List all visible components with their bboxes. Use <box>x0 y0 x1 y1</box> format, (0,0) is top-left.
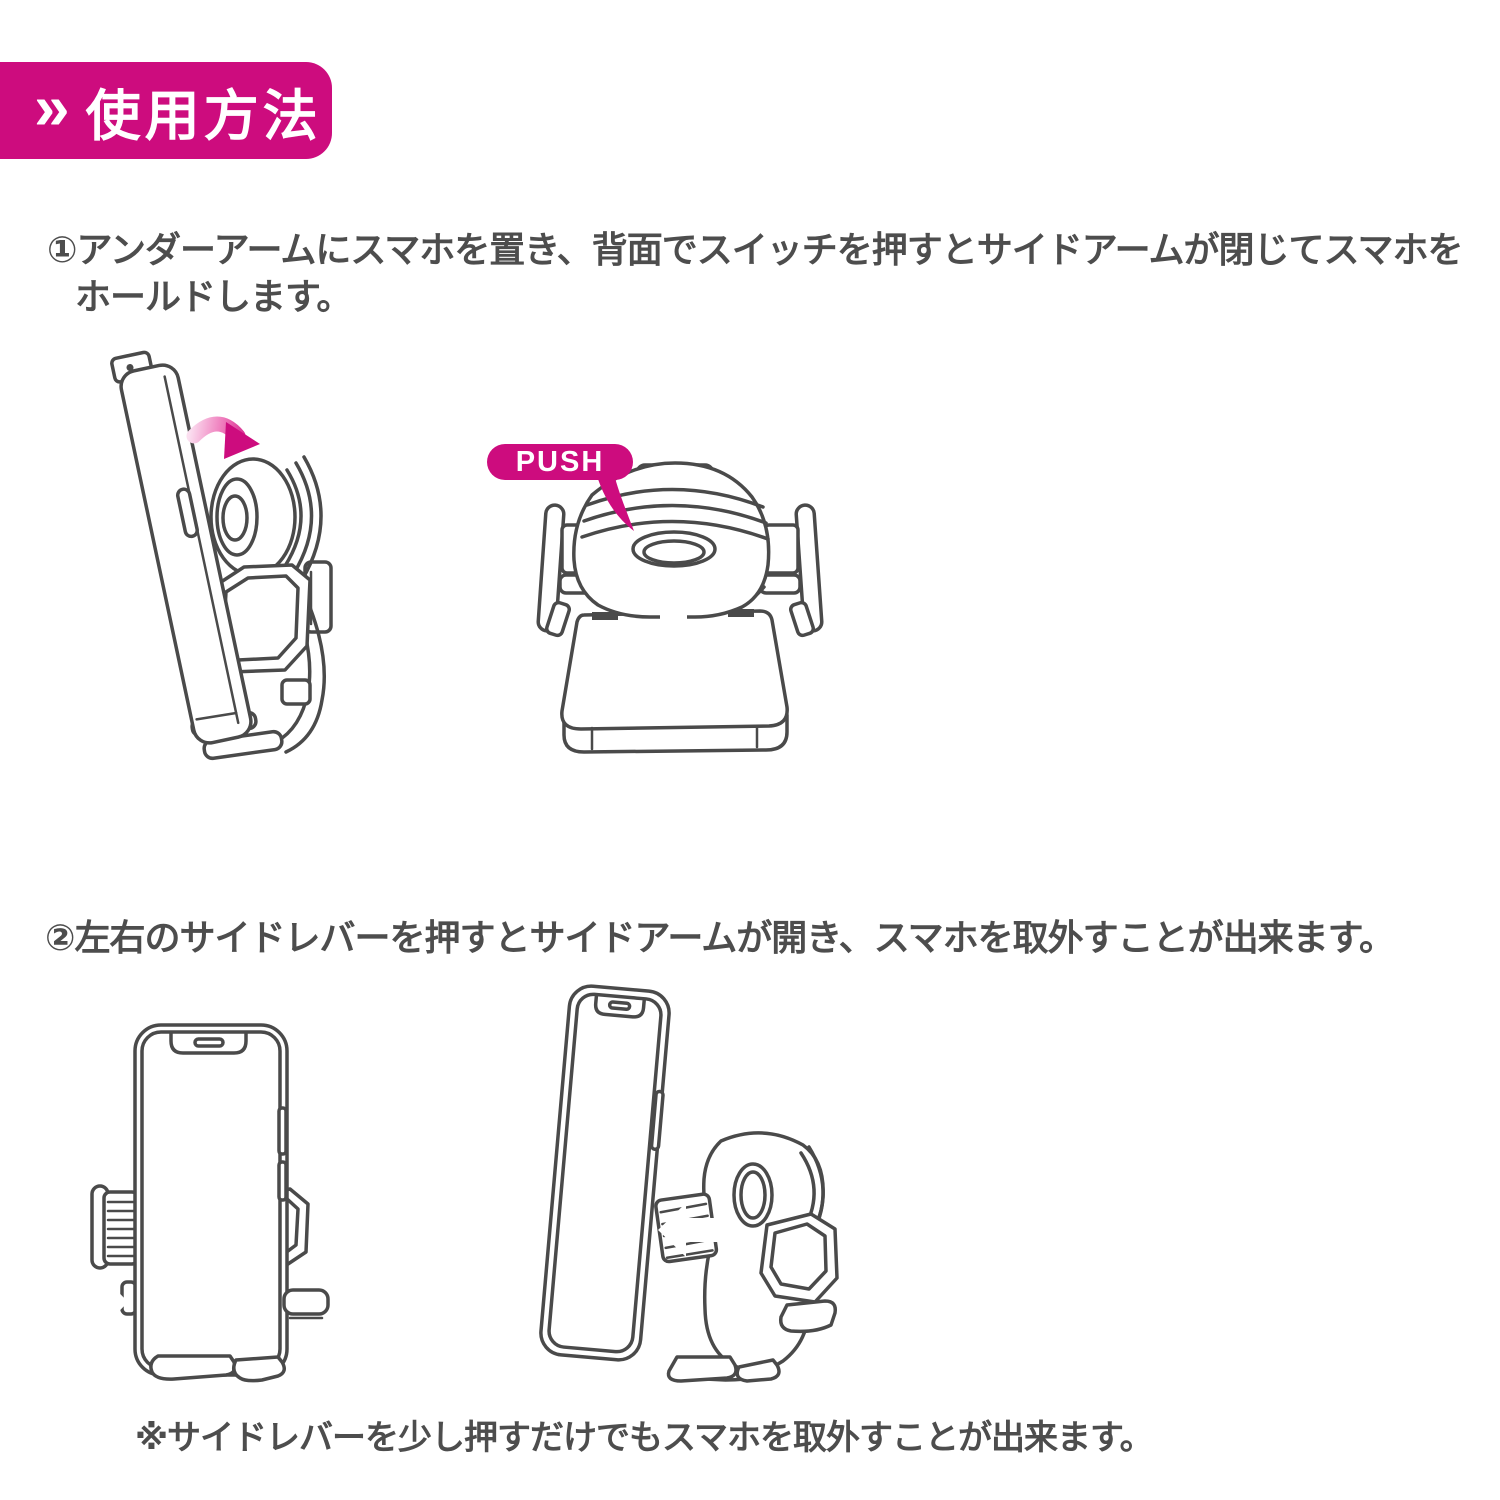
press-arrow-right-icon <box>330 1273 395 1331</box>
tilt-arrow-icon <box>186 416 260 459</box>
illustration-step2-removal-view <box>539 984 839 1383</box>
step1-line2: ホールドします。 <box>75 276 352 317</box>
illustration-step2-front-view <box>57 1023 395 1383</box>
press-arrow-left-icon <box>57 1273 128 1331</box>
phone-side-view <box>110 350 253 745</box>
illustration-step1-back-view <box>536 461 824 754</box>
up-arrow-icon <box>648 572 698 683</box>
holder-bottom-hooks <box>149 1354 286 1383</box>
holder-bottom-hooks <box>666 1355 781 1383</box>
step1-text: ①アンダーアームにスマホを置き、背面でスイッチを押すとサイドアームが閉じてスマホ… <box>47 226 1463 320</box>
push-callout: PUSH <box>487 444 633 480</box>
section-header-badge: » 使用方法 <box>0 62 332 159</box>
under-arm-clamp <box>759 1212 839 1334</box>
step1-line1: ①アンダーアームにスマホを置き、背面でスイッチを押すとサイドアームが閉じてスマホ… <box>47 229 1463 270</box>
holder-knob <box>209 455 323 582</box>
phone-removed <box>539 984 671 1362</box>
release-switch <box>631 530 717 568</box>
side-lever-right <box>282 1288 330 1320</box>
double-chevron-icon: » <box>34 70 70 143</box>
footnote-text: ※サイドレバーを少し押すだけでもスマホを取外すことが出来ます。 <box>135 1419 1154 1457</box>
illustration-step1-side-view <box>110 350 333 761</box>
push-callout-tail <box>596 469 634 531</box>
press-arrow-icon <box>658 1203 737 1257</box>
section-title: 使用方法 <box>85 84 322 147</box>
phone-front-view <box>133 1023 289 1377</box>
step2-text: ②左右のサイドレバーを押すとサイドアームが開き、スマホを取外すことが出来ます。 <box>45 917 1395 958</box>
